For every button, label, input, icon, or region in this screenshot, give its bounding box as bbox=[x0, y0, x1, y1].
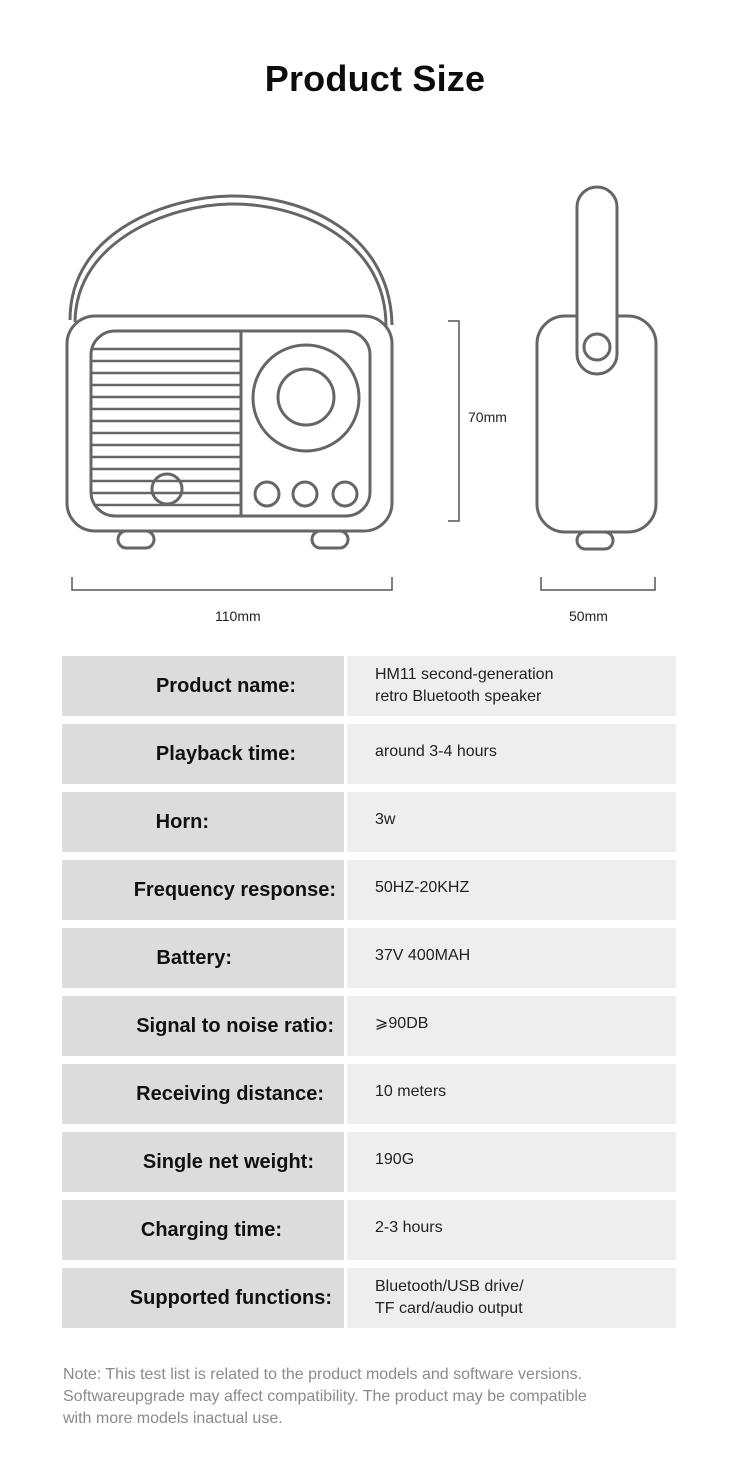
footer-note: Note: This test list is related to the p… bbox=[63, 1366, 587, 1427]
height-dimension-line bbox=[448, 320, 460, 522]
depth-dimension-line bbox=[540, 577, 656, 591]
spec-row-supported-functions: Supported functions: Bluetooth/USB drive… bbox=[62, 1268, 676, 1328]
spec-value: HM11 second-generation retro Bluetooth s… bbox=[347, 656, 676, 716]
spec-row-charging-time: Charging time: 2-3 hours bbox=[62, 1200, 676, 1260]
spec-key: Charging time: bbox=[62, 1200, 344, 1260]
spec-value: 3w bbox=[347, 792, 676, 852]
front-view-speaker-icon bbox=[65, 194, 394, 550]
side-view-speaker-icon bbox=[535, 185, 658, 551]
spec-row-product-name: Product name: HM11 second-generation ret… bbox=[62, 656, 676, 716]
spec-value: ⩾90DB bbox=[347, 996, 676, 1056]
product-size-diagram bbox=[65, 185, 658, 591]
spec-key: Product name: bbox=[62, 656, 344, 716]
spec-value: 2-3 hours bbox=[347, 1200, 676, 1260]
width-dimension-line bbox=[71, 577, 393, 591]
spec-key: Supported functions: bbox=[62, 1268, 344, 1328]
spec-value: 37V 400MAH bbox=[347, 928, 676, 988]
spec-key: Playback time: bbox=[62, 724, 344, 784]
spec-value: 50HZ-20KHZ bbox=[347, 860, 676, 920]
spec-key: Horn: bbox=[62, 792, 344, 852]
spec-row-frequency-response: Frequency response: 50HZ-20KHZ bbox=[62, 860, 676, 920]
height-label: 70mm bbox=[468, 409, 507, 425]
page-title: Product Size bbox=[264, 58, 486, 99]
spec-key: Single net weight: bbox=[62, 1132, 344, 1192]
spec-row-playback-time: Playback time: around 3-4 hours bbox=[62, 724, 676, 784]
spec-value: 190G bbox=[347, 1132, 676, 1192]
spec-row-battery: Battery: 37V 400MAH bbox=[62, 928, 676, 988]
spec-key: Signal to noise ratio: bbox=[62, 996, 344, 1056]
spec-row-receiving-distance: Receiving distance: 10 meters bbox=[62, 1064, 676, 1124]
width-label: 110mm bbox=[215, 608, 261, 624]
spec-row-horn: Horn: 3w bbox=[62, 792, 676, 852]
spec-value: Bluetooth/USB drive/ TF card/audio outpu… bbox=[347, 1268, 676, 1328]
spec-key: Battery: bbox=[62, 928, 344, 988]
spec-key: Receiving distance: bbox=[62, 1064, 344, 1124]
spec-table: Product name: HM11 second-generation ret… bbox=[62, 656, 676, 1336]
spec-value: around 3-4 hours bbox=[347, 724, 676, 784]
spec-row-signal-to-noise-ratio: Signal to noise ratio: ⩾90DB bbox=[62, 996, 676, 1056]
spec-value: 10 meters bbox=[347, 1064, 676, 1124]
depth-label: 50mm bbox=[569, 608, 608, 624]
spec-row-single-net-weight: Single net weight: 190G bbox=[62, 1132, 676, 1192]
spec-key: Frequency response: bbox=[62, 860, 344, 920]
